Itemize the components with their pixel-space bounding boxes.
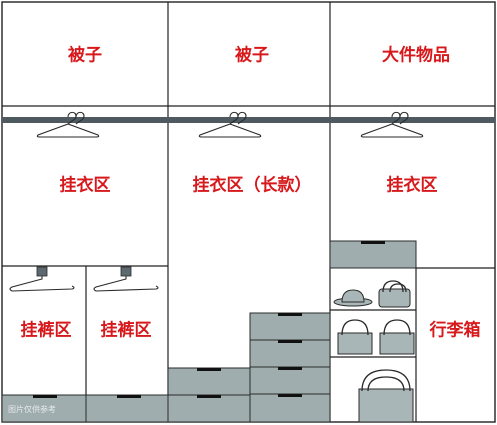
drawer xyxy=(249,339,331,368)
label-pants-right: 挂裤区 xyxy=(101,319,152,339)
handbag-icon xyxy=(358,369,414,423)
label-top-left: 被子 xyxy=(68,44,102,64)
label-pants-left: 挂裤区 xyxy=(21,319,72,339)
handbag-icon xyxy=(337,319,373,355)
drawer xyxy=(249,366,331,395)
drawer-handle-icon xyxy=(361,241,385,244)
hanging-rod xyxy=(2,117,495,123)
drawer xyxy=(1,394,87,423)
drawer xyxy=(249,393,331,423)
label-hang-left: 挂衣区 xyxy=(60,174,111,194)
label-top-right: 大件物品 xyxy=(382,44,450,64)
drawer xyxy=(167,394,251,423)
handbag-icon xyxy=(379,319,415,355)
label-top-middle: 被子 xyxy=(235,44,269,64)
hat-icon xyxy=(333,289,373,307)
drawer xyxy=(85,394,169,423)
drawer-handle-icon xyxy=(117,395,141,398)
drawer-handle-icon xyxy=(278,394,302,397)
drawer xyxy=(167,367,251,396)
drawer-handle-icon xyxy=(197,368,221,371)
drawer-handle-icon xyxy=(278,367,302,370)
drawer-handle-icon xyxy=(278,340,302,343)
drawer-handle-icon xyxy=(33,395,57,398)
watermark: 图片仅供参考 xyxy=(8,404,56,414)
drawer xyxy=(329,240,417,269)
label-luggage: 行李箱 xyxy=(429,319,481,339)
label-hang-right: 挂衣区 xyxy=(387,174,438,194)
drawer-handle-icon xyxy=(197,395,221,398)
label-hang-middle: 挂衣区（长款） xyxy=(193,174,312,194)
handbag-icon xyxy=(378,280,411,308)
drawer xyxy=(249,312,331,341)
drawer-handle-icon xyxy=(278,313,302,316)
